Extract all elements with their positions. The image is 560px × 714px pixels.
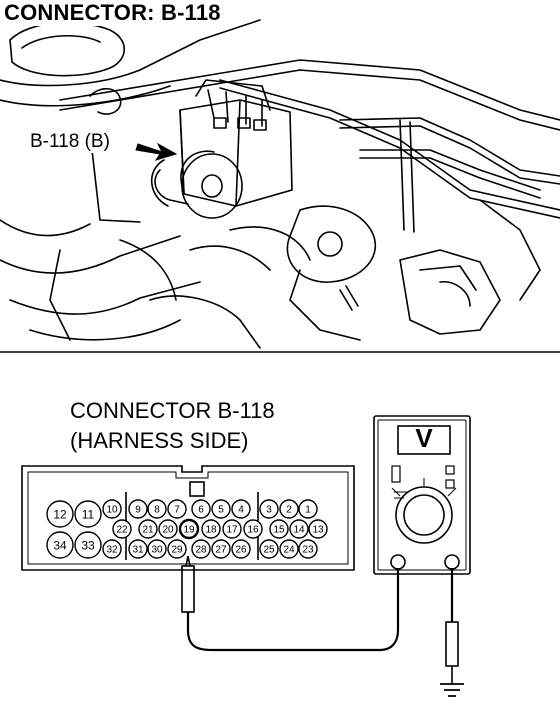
connector-pin-29: 29 [167,539,187,559]
connector-pin-22: 22 [112,519,132,539]
svg-text:26: 26 [235,545,247,556]
connector-pin-19: 19 [178,518,200,540]
connector-pin-14: 14 [289,519,309,539]
connector-housing [21,465,355,571]
svg-text:13: 13 [312,525,324,536]
svg-text:28: 28 [195,545,207,556]
meter-mode-glyph: V [415,423,433,453]
connector-pin-7: 7 [167,499,187,519]
svg-text:27: 27 [215,545,227,556]
svg-text:18: 18 [205,525,217,536]
multimeter-body [373,415,471,575]
svg-text:10: 10 [106,505,118,516]
connector-pin-4: 4 [231,499,251,519]
connector-pin-10: 10 [102,499,122,519]
connector-pin-11: 11 [74,500,102,528]
svg-text:11: 11 [82,507,95,521]
svg-text:1: 1 [305,505,311,516]
svg-text:17: 17 [226,525,238,536]
svg-text:30: 30 [151,545,163,556]
svg-text:7: 7 [174,505,180,516]
svg-text:3: 3 [266,505,272,516]
meter-display [397,425,451,455]
svg-text:32: 32 [106,545,118,556]
svg-text:31: 31 [132,545,144,556]
connector-pin-24: 24 [279,539,299,559]
svg-text:34: 34 [53,538,67,552]
svg-text:2: 2 [286,505,292,516]
connector-pin-26: 26 [231,539,251,559]
component-callout-label: B-118 (B) [28,131,112,153]
svg-text:19: 19 [183,525,195,536]
probe-lead-positive [186,568,400,652]
connector-latch [189,481,205,497]
connector-pin-21: 21 [138,519,158,539]
svg-text:24: 24 [283,545,295,556]
connector-pin-15: 15 [269,519,289,539]
connector-pin-20: 20 [158,519,178,539]
svg-text:16: 16 [247,525,259,536]
page-title: CONNECTOR: B-118 [4,0,225,26]
connector-pin-3: 3 [259,499,279,519]
connector-pin-6: 6 [191,499,211,519]
connector-pin-18: 18 [201,519,221,539]
connector-pin-12: 12 [46,500,74,528]
connector-pin-25: 25 [259,539,279,559]
svg-text:20: 20 [162,525,174,536]
connector-pin-27: 27 [211,539,231,559]
svg-text:22: 22 [116,525,128,536]
meter-v-jack [444,554,460,570]
svg-text:29: 29 [171,545,183,556]
probe-tip [181,565,195,613]
connector-pin-34: 34 [46,531,74,559]
meter-dial [395,486,453,544]
connector-pin-23: 23 [298,539,318,559]
svg-text:25: 25 [263,545,275,556]
connector-pin-31: 31 [128,539,148,559]
connector-pin-30: 30 [147,539,167,559]
connector-pin-13: 13 [308,519,328,539]
harness-side-label: (HARNESS SIDE) [70,428,249,453]
svg-text:21: 21 [142,525,154,536]
connector-pin-1: 1 [298,499,318,519]
svg-text:14: 14 [293,525,305,536]
meter-com-jack [390,554,406,570]
svg-text:6: 6 [198,505,204,516]
connector-pin-2: 2 [279,499,299,519]
connector-pin-33: 33 [74,531,102,559]
svg-text:4: 4 [238,505,244,516]
engine-bay-illustration [0,19,560,353]
svg-text:9: 9 [135,505,141,516]
ground-symbol [440,683,464,697]
connector-pin-5: 5 [211,499,231,519]
connector-pin-28: 28 [191,539,211,559]
svg-text:33: 33 [81,538,95,552]
connector-pin-16: 16 [243,519,263,539]
svg-text:12: 12 [53,507,67,521]
connector-label: CONNECTOR B-118 [70,398,275,423]
svg-text:5: 5 [218,505,224,516]
connector-pin-17: 17 [222,519,242,539]
svg-text:8: 8 [154,505,160,516]
connector-pin-9: 9 [128,499,148,519]
svg-text:23: 23 [302,545,314,556]
connector-pin-32: 32 [102,539,122,559]
svg-text:15: 15 [273,525,285,536]
connector-pin-8: 8 [147,499,167,519]
